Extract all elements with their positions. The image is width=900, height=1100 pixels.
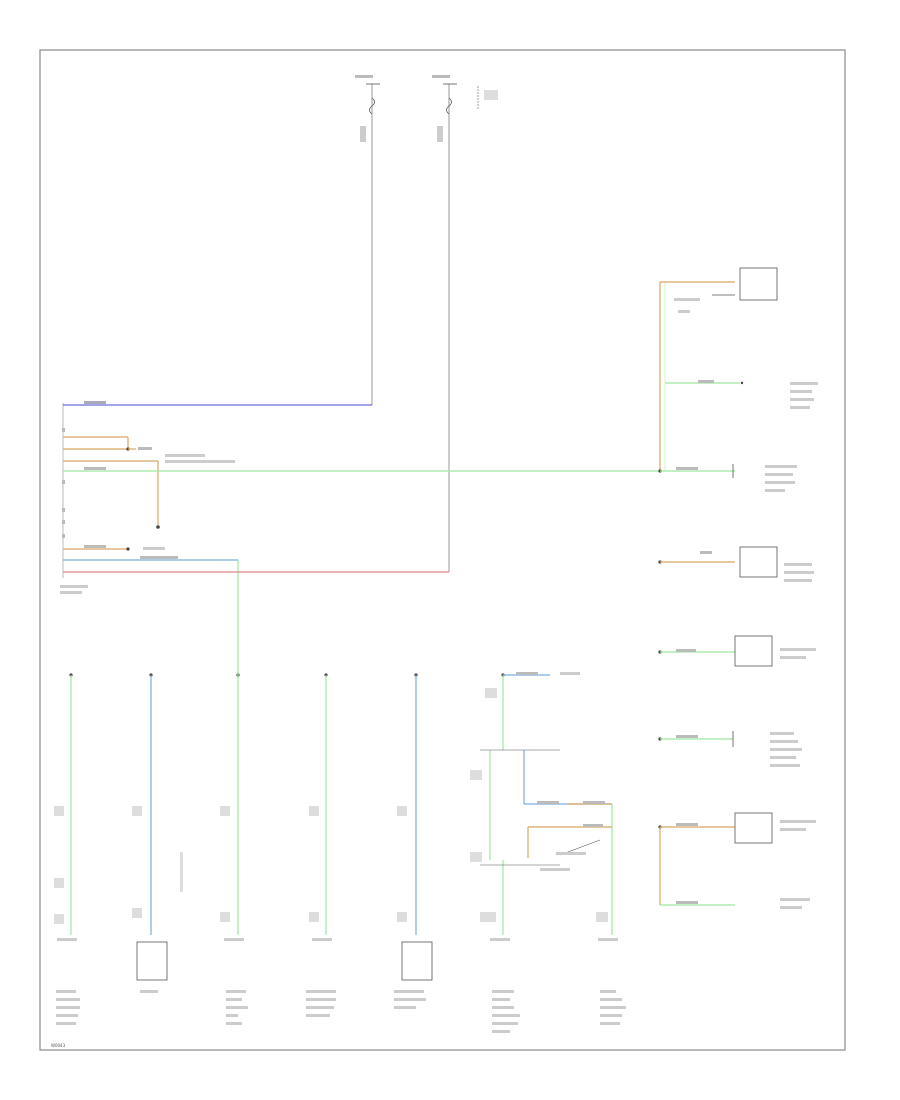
module-box-7: [734, 812, 773, 844]
module-box-4: [739, 546, 778, 578]
fuse-section: [355, 75, 498, 155]
right-modules: [658, 267, 818, 909]
component-box-5: [401, 941, 433, 981]
component-box-2: [136, 941, 168, 981]
footer-code: W0043: [51, 1043, 66, 1048]
diagram-frame: [39, 49, 846, 1051]
module-box-1: [739, 267, 778, 301]
bottom-components: [54, 578, 626, 1033]
module-box-5: [734, 635, 773, 667]
data-link-connector: [60, 403, 88, 594]
